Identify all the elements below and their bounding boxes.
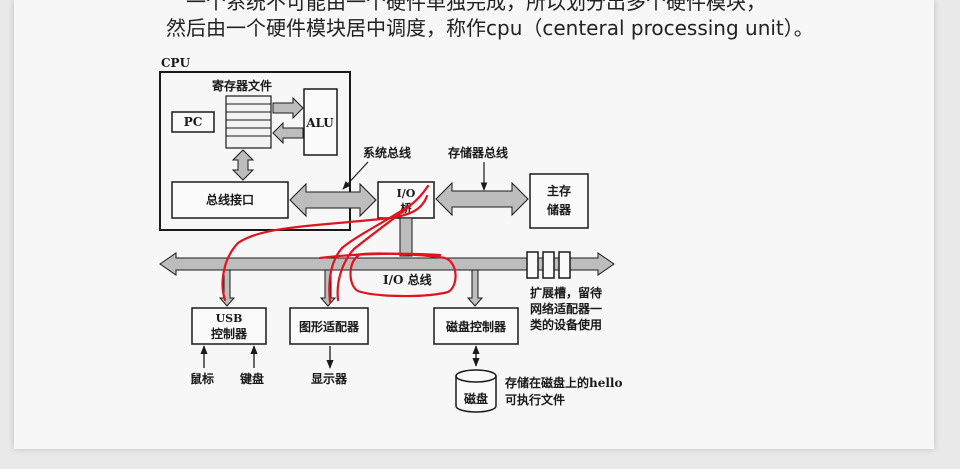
pc-label: PC: [184, 115, 203, 129]
io-bus-label: I/O 总线: [383, 272, 432, 287]
annotation-graphics-to-bridge: [328, 184, 430, 304]
register-file-label: 寄存器文件: [212, 78, 272, 93]
annotation-io-bus-stroke: [318, 252, 442, 260]
register-file: [225, 95, 272, 149]
memory-bus-label: 存储器总线: [447, 145, 508, 160]
usb-controller-label-2: 控制器: [211, 326, 248, 341]
usb-controller-box: [191, 307, 267, 345]
system-bus-label: 系统总线: [363, 145, 411, 160]
main-memory-label-1: 主存: [547, 183, 571, 198]
usb-controller-label-1: USB: [216, 312, 243, 325]
cpu-box: [159, 71, 351, 231]
disk-cylinder: [455, 369, 497, 413]
annotation-usb-to-bridge: [221, 194, 429, 302]
alu-box: [303, 88, 338, 156]
register-bus-interface-arrow: [231, 149, 255, 181]
system-bus-pointer: [342, 161, 369, 190]
graphics-adapter-label: 图形适配器: [299, 319, 360, 334]
hello-label-1: 存储在磁盘上的hello: [504, 375, 622, 390]
io-bridge-label-1: I/O: [397, 187, 416, 200]
memory-bus-arrow: [435, 181, 529, 217]
alu-label: ALU: [305, 116, 334, 130]
hello-label-2: 可执行文件: [505, 392, 565, 407]
system-bus-arrow: [289, 182, 377, 218]
register-to-alu-arrow: [272, 96, 304, 120]
keyboard-label: 键盘: [239, 371, 264, 386]
pc-box: [171, 111, 215, 133]
disk-controller-connector-arrow: [466, 269, 484, 307]
annotation-graphics-to-bridge-2: [336, 204, 412, 302]
disk-controller-label: 磁盘控制器: [445, 319, 507, 334]
description-line-1: 一个系统不可能由一个硬件单独完成，所以划分出多个硬件模块，: [186, 0, 766, 14]
description-line-2: 然后由一个硬件模块居中调度，称作cpu（centeral processing …: [166, 16, 814, 40]
main-memory-box: [529, 173, 589, 229]
expansion-label-2: 网络适配器一: [530, 301, 602, 316]
expansion-label-1: 扩展槽，留待: [530, 285, 602, 300]
mouse-label: 鼠标: [190, 371, 214, 386]
disk-label: 磁盘: [463, 391, 488, 406]
disk-controller-box: [433, 307, 519, 345]
alu-to-register-arrow: [272, 121, 304, 145]
graphics-adapter-box: [289, 307, 369, 345]
graphics-connector-arrow: [319, 269, 337, 307]
bridge-io-bus-connector: [399, 217, 413, 257]
expansion-slots: [526, 251, 571, 279]
red-annotations: [221, 184, 457, 304]
display-label: 显示器: [311, 372, 348, 386]
main-memory-label-2: 储器: [547, 202, 572, 217]
cpu-label: CPU: [161, 56, 191, 70]
io-bus-arrow: [159, 252, 615, 276]
bus-interface-label: 总线接口: [206, 192, 254, 207]
expansion-label-3: 类的设备使用: [530, 317, 602, 332]
bus-interface-box: [171, 181, 289, 219]
